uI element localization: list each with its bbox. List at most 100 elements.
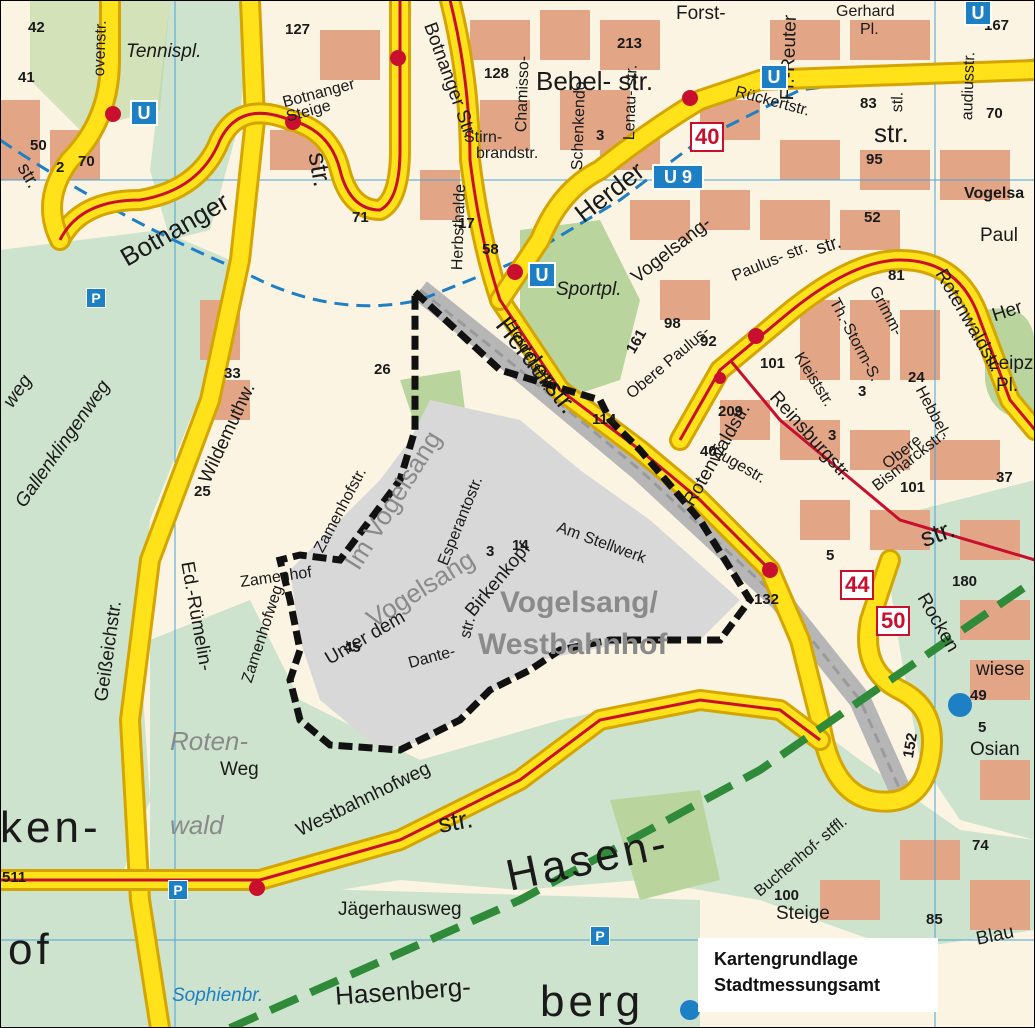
label-hoven: ovenstr.	[91, 19, 110, 77]
house-number: 98	[664, 315, 681, 332]
house-number: 74	[972, 837, 989, 854]
house-number: 50	[30, 137, 47, 154]
house-number: 42	[28, 19, 45, 36]
label-tennispl: Tennispl.	[126, 41, 202, 62]
label-berg: berg	[540, 977, 645, 1026]
label-steige: Steige	[776, 903, 830, 924]
area-title-line2: Westbahnhof	[478, 628, 668, 661]
house-number: 5	[826, 547, 835, 564]
railway-area	[290, 400, 740, 750]
label-forststr: Forst-	[676, 3, 726, 24]
label-paul: Paul	[980, 225, 1019, 246]
forest-left	[0, 230, 230, 880]
label-leipz: Leipz	[988, 353, 1034, 374]
label-lenaustr: Lenau- str.	[621, 64, 641, 141]
house-number: 70	[986, 105, 1003, 122]
label-str-lower: str.	[435, 803, 476, 839]
house-number: 101	[900, 479, 926, 496]
label-str-upper: str.	[874, 118, 909, 148]
area-title-line1: Vogelsang/	[500, 586, 658, 619]
house-number: 52	[864, 209, 881, 226]
house-number: 3	[828, 427, 837, 444]
label-sophienbr: Sophienbr.	[172, 985, 264, 1006]
label-sportpl: Sportpl.	[556, 279, 622, 300]
parking-badge[interactable]: P	[86, 288, 106, 308]
label-bebelstr: Bebel- str.	[536, 66, 654, 96]
label-leipz-pl: Pl.	[996, 375, 1019, 396]
label-stl: stl.	[889, 91, 907, 113]
house-number: 41	[18, 69, 35, 86]
house-number: 180	[952, 573, 978, 590]
house-number: 101	[760, 355, 786, 372]
label-chamisso: Chamisso-	[513, 55, 533, 133]
u-bahn-station-badge[interactable]: U	[130, 100, 158, 126]
tram-stops	[105, 50, 778, 896]
house-number: 25	[194, 483, 211, 500]
label-vogelsa: Vogelsa	[964, 185, 1025, 202]
house-number: 213	[617, 35, 643, 52]
park-south	[610, 790, 720, 900]
map-credit-box: Kartengrundlage Stadtmessungsamt	[698, 938, 938, 1012]
bus-route-50-badge[interactable]: 50	[876, 606, 911, 636]
house-number: 511	[2, 869, 27, 886]
house-number: 95	[866, 151, 883, 168]
tram-lines	[0, 0, 1035, 882]
label-schenkendorf: Schenkendo	[569, 81, 590, 171]
label-audiusstr: audiusstr.	[959, 51, 979, 121]
house-number: 3	[596, 127, 605, 144]
house-number: 127	[285, 21, 311, 38]
label-roten: Roten-	[170, 726, 249, 756]
label-stirnbrandstr-1: Stirn-	[464, 129, 503, 146]
house-number: 37	[996, 469, 1013, 486]
label-osian: Osian	[970, 739, 1020, 760]
u-bahn-station-badge[interactable]: U	[964, 0, 992, 26]
parking-badge[interactable]: P	[168, 880, 188, 900]
label-stirnbrandstr-2: brandstr.	[476, 145, 539, 162]
house-number: 71	[352, 209, 369, 226]
label-gerhard: Gerhard	[836, 3, 895, 20]
label-wald: wald	[170, 810, 224, 840]
house-number: 33	[224, 365, 241, 382]
bus-route-44-badge[interactable]: 44	[840, 570, 875, 600]
house-number: 85	[926, 911, 943, 928]
house-number: 100	[774, 887, 800, 904]
parking-badge[interactable]: P	[590, 926, 610, 946]
house-number: 3	[858, 383, 867, 400]
u-bahn-station-badge[interactable]: U	[760, 64, 788, 90]
house-number: 40	[700, 443, 717, 460]
credit-line-2: Stadtmessungsamt	[714, 975, 881, 995]
forest-east	[880, 480, 1035, 840]
house-number: 83	[860, 95, 877, 112]
house-number: 49	[970, 687, 987, 704]
forest-south	[150, 600, 1035, 950]
house-number: 58	[482, 241, 499, 258]
u-bahn-station-badge[interactable]: U	[528, 262, 556, 288]
house-number: 2	[56, 159, 65, 176]
planning-area-boundary	[275, 284, 755, 754]
house-number: 114	[592, 411, 617, 428]
building-blocks	[0, 10, 1030, 930]
fountain-icons	[680, 693, 972, 1020]
house-number: 209	[718, 403, 744, 420]
label-weg: Weg	[220, 759, 259, 780]
house-number: 70	[78, 153, 95, 170]
sbahn-tunnel	[228, 576, 1035, 1028]
house-number: 81	[888, 267, 905, 284]
house-number: 17	[458, 215, 475, 232]
credit-line-1: Kartengrundlage	[714, 949, 859, 969]
house-number: 45	[344, 639, 361, 656]
label-of: of	[8, 925, 53, 974]
label-str-botn: str.	[302, 149, 338, 190]
house-number: 132	[754, 591, 780, 608]
house-number: 92	[700, 333, 717, 350]
u9-line-badge[interactable]: U 9	[652, 164, 704, 190]
bus-route-40-badge[interactable]: 40	[690, 122, 725, 152]
house-number: 14	[512, 537, 529, 554]
railway-track	[413, 281, 911, 795]
house-number: 128	[484, 65, 510, 82]
house-number: 152	[899, 731, 922, 760]
label-ken: ken-	[0, 803, 102, 852]
house-number: 5	[978, 719, 987, 736]
